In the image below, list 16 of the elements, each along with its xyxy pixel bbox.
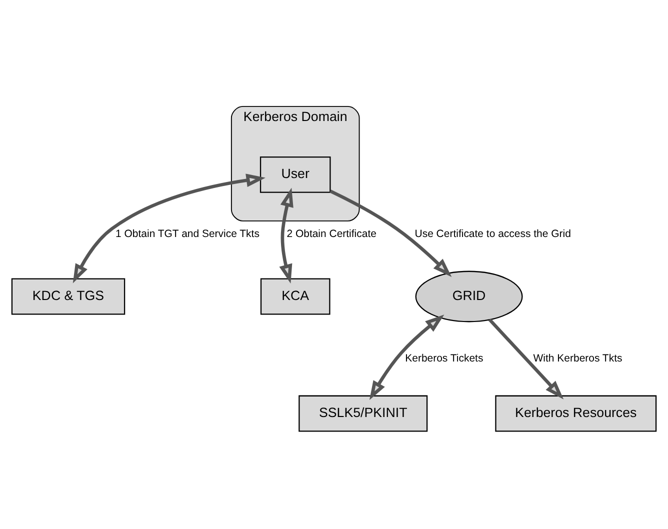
node-box: SSLK5/PKINIT xyxy=(298,394,428,432)
edge-label: Kerberos Tickets xyxy=(405,352,484,364)
node-ellipse: GRID xyxy=(415,270,523,322)
node-box: KDC & TGS xyxy=(11,278,126,314)
node-box: Kerberos Resources xyxy=(495,394,657,432)
arrow xyxy=(369,314,444,400)
edge-label: With Kerberos Tkts xyxy=(533,352,622,364)
edge-label: 2 Obtain Certificate xyxy=(286,228,376,240)
edge-label: Use Certificate to access the Grid xyxy=(414,228,571,240)
node-box: KCA xyxy=(260,278,330,314)
edge-label: 1 Obtain TGT and Service Tkts xyxy=(116,228,260,240)
node-box: User xyxy=(260,156,331,192)
arrow xyxy=(279,187,294,283)
arrow xyxy=(488,318,564,399)
arrow xyxy=(72,173,266,283)
arrow xyxy=(330,189,452,276)
